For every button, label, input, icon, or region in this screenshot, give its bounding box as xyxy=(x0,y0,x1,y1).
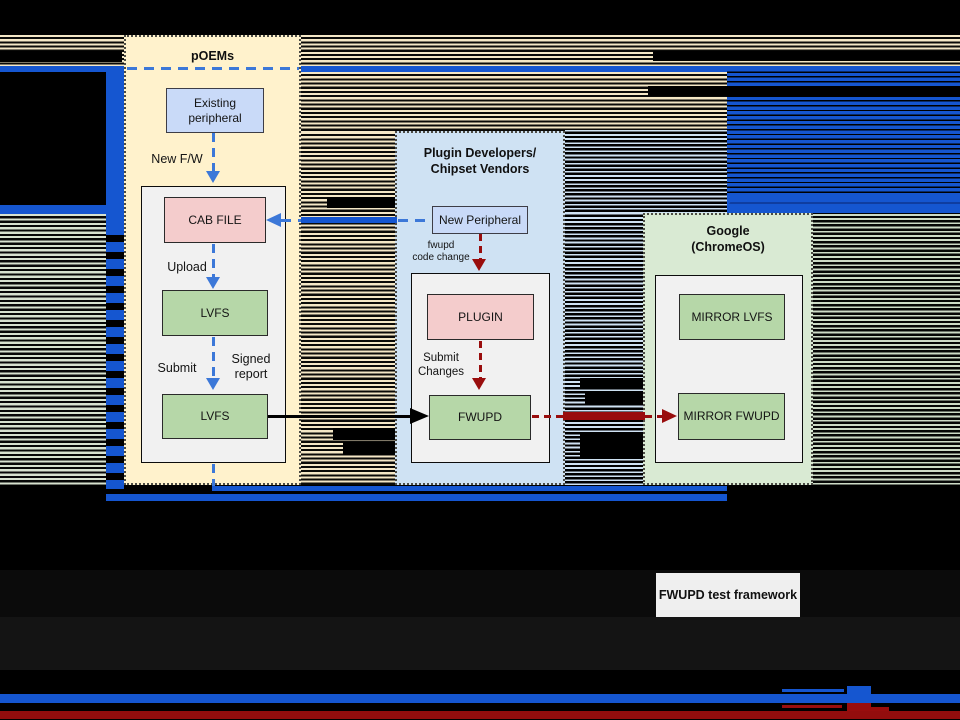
node-fwupd: FWUPD xyxy=(429,395,531,440)
glitch-blob xyxy=(648,86,960,96)
node-existing-peripheral: Existing peripheral xyxy=(166,88,264,133)
glitch-right-blue-solid xyxy=(727,195,960,213)
glitch-stripes-right-green xyxy=(813,214,960,485)
arrow-fwupd-to-mirror-seg2 xyxy=(645,415,663,418)
arrow-newperipheral-to-cabfile-head xyxy=(266,213,281,227)
plugin-panel-title-line2: Chipset Vendors xyxy=(430,161,530,176)
glitch-blue-underbar-1 xyxy=(212,486,727,491)
node-plugin: PLUGIN xyxy=(427,294,534,340)
label-signed-line1: Signed xyxy=(231,352,271,366)
existing-peripheral-line2: peripheral xyxy=(188,110,242,125)
glitch-blob xyxy=(653,51,960,61)
glitch-thin-blue-line xyxy=(782,689,844,692)
glitch-blob xyxy=(343,442,395,455)
label-signed-line2: report xyxy=(234,367,268,381)
glitch-stripes-mid-top-tan xyxy=(301,72,727,132)
label-signed-report: Signed report xyxy=(228,352,274,382)
node-mirror-fwupd: MIRROR FWUPD xyxy=(678,393,785,440)
mirror-fwupd-label: MIRROR FWUPD xyxy=(683,409,780,423)
arrow-existing-to-cabfile-head xyxy=(206,171,220,183)
arrow-plugin-to-fwupd-line xyxy=(479,341,482,379)
glitch-blue-bottom-bar xyxy=(0,694,960,703)
glitch-blob xyxy=(333,428,395,440)
arrow-existing-to-cabfile-line xyxy=(212,133,215,172)
arrow-cabfile-to-lvfs-line xyxy=(212,244,215,278)
fwupd-label: FWUPD xyxy=(458,410,502,424)
arrow-lvfs-to-lvfs-head xyxy=(206,378,220,390)
google-panel-title-line1: Google xyxy=(706,224,750,238)
node-cab-file: CAB FILE xyxy=(164,197,266,243)
plugin-panel-title: Plugin Developers/ Chipset Vendors xyxy=(395,146,565,177)
node-lvfs-upper: LVFS xyxy=(162,290,268,336)
plugin-label: PLUGIN xyxy=(458,309,503,324)
label-code-line1: fwupd xyxy=(427,240,455,251)
arrow-newperipheral-to-plugin-line xyxy=(479,234,482,260)
glitch-thin-red-line xyxy=(782,705,842,708)
glitch-stripes-lblue-wide xyxy=(565,130,727,213)
node-lvfs-lower: LVFS xyxy=(162,394,268,439)
dashed-blue-rule xyxy=(127,67,299,70)
glitch-blob xyxy=(580,433,643,458)
glitch-blob xyxy=(580,378,643,389)
fwupd-test-framework-label: FWUPD test framework xyxy=(658,588,798,602)
arrow-cabfile-to-lvfs-head xyxy=(206,277,220,289)
glitch-blue-column xyxy=(106,66,124,225)
new-peripheral-label: New Peripheral xyxy=(438,212,522,227)
glitch-right-blue-darkline xyxy=(727,202,960,204)
lvfs-upper-label: LVFS xyxy=(200,305,230,320)
cab-file-label: CAB FILE xyxy=(188,212,242,227)
glitch-blue-bar-top xyxy=(0,66,960,72)
label-code-line2: code change xyxy=(412,252,470,263)
glitch-blob xyxy=(0,86,106,97)
arrow-newperipheral-to-plugin-head xyxy=(472,259,486,271)
label-fwupd-code-change: fwupd code change xyxy=(405,240,477,264)
dashed-blue-tail xyxy=(212,464,215,486)
poems-panel-title: pOEMs xyxy=(190,49,235,63)
label-upload: Upload xyxy=(167,260,207,274)
glitch-dark-band-2 xyxy=(0,617,960,670)
glitch-blue-underbar-2 xyxy=(106,494,727,501)
arrow-lvfs-to-lvfs-line xyxy=(212,337,215,379)
arrow-plugin-to-fwupd-head xyxy=(472,378,486,390)
glitch-red-tab xyxy=(871,707,889,711)
label-submit-changes-line1: Submit xyxy=(423,352,459,364)
arrow-newperipheral-to-cabfile-seg1 xyxy=(398,219,432,222)
glitch-stripes-left-green xyxy=(0,214,107,485)
glitch-blue-column-dashed xyxy=(106,225,124,489)
plugin-panel-title-line1: Plugin Developers/ xyxy=(423,146,537,160)
glitch-stripes-col-tan xyxy=(301,132,395,485)
glitch-blob xyxy=(0,51,122,62)
glitch-dark-band-1 xyxy=(0,570,960,617)
arrow-lvfs-to-fwupd-head xyxy=(410,408,429,424)
glitch-blob xyxy=(585,391,643,405)
arrow-lvfs-to-fwupd-line xyxy=(268,415,412,418)
fwupd-test-framework-box: FWUPD test framework xyxy=(656,573,800,617)
label-new-fw: New F/W xyxy=(151,152,203,166)
arrow-fwupd-to-mirror-head xyxy=(662,409,677,423)
google-panel-title: Google (ChromeOS) xyxy=(643,224,813,255)
node-mirror-lvfs: MIRROR LVFS xyxy=(679,294,785,340)
google-panel-title-line2: (ChromeOS) xyxy=(691,239,765,254)
lvfs-lower-label: LVFS xyxy=(200,409,230,423)
label-submit: Submit xyxy=(157,361,197,375)
node-new-peripheral: New Peripheral xyxy=(432,206,528,234)
label-submit-changes-line2: Changes xyxy=(417,365,465,378)
label-submit-changes: Submit Changes xyxy=(414,352,468,380)
glitch-red-bottom-bar xyxy=(0,711,960,719)
mirror-lvfs-label: MIRROR LVFS xyxy=(691,309,773,324)
arrow-newperipheral-to-cabfile-seg2 xyxy=(281,219,301,222)
glitch-blob xyxy=(327,197,396,208)
arrow-fwupd-to-mirror-seg1 xyxy=(532,415,564,418)
arrow-fwupd-glitch-solid xyxy=(563,412,645,420)
glitch-left-blue-solid xyxy=(0,205,107,214)
arrow-newperipheral-glitch-solid xyxy=(301,217,397,223)
existing-peripheral-line1: Existing xyxy=(193,95,237,110)
